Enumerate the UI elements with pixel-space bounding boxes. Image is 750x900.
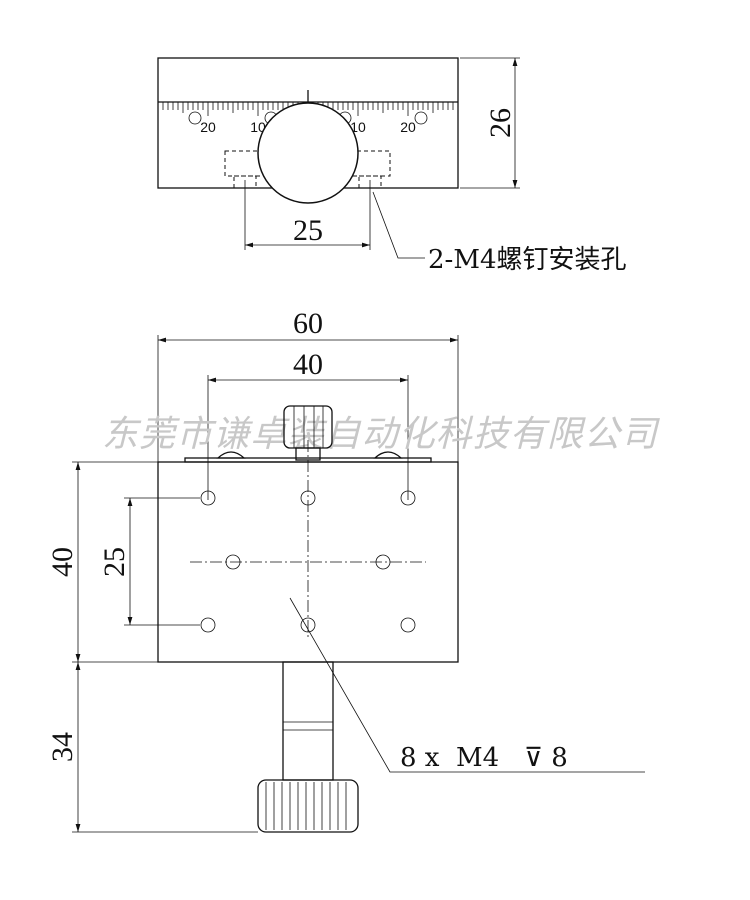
watermark: 东莞市谦卓装自动化科技有限公司 xyxy=(102,414,660,455)
top-view: 20 10 10 20 26 25 2-M4螺钉安装孔 xyxy=(157,57,627,275)
screw-hole xyxy=(188,111,202,125)
hole xyxy=(300,617,316,633)
scale-label: 10 xyxy=(350,119,366,135)
scale-label: 20 xyxy=(200,119,216,135)
knob-knurling xyxy=(265,782,347,830)
hole xyxy=(375,554,391,570)
hole xyxy=(200,617,216,633)
scale-label: 20 xyxy=(400,119,416,135)
hole xyxy=(225,554,241,570)
hole xyxy=(400,490,416,506)
width-dimension-label: 60 xyxy=(293,307,323,340)
front-view: 60 40 东莞市谦卓装自动化科技有限公司 40 25 xyxy=(46,307,660,833)
hole-pitch-label: 25 xyxy=(98,547,131,577)
height-dimension-label: 26 xyxy=(484,108,517,138)
hole xyxy=(300,490,316,506)
scale-ticks xyxy=(157,102,459,116)
hole xyxy=(200,490,216,506)
scale-label: 10 xyxy=(250,119,266,135)
hole-spacing-label: 25 xyxy=(293,214,323,247)
mount-note: 2-M4螺钉安装孔 xyxy=(428,245,627,275)
hole-note: 8 x M4 ⊽ 8 xyxy=(400,743,568,773)
micrometer-stem xyxy=(282,661,334,781)
mount-leader xyxy=(372,191,425,259)
knob-length-label: 34 xyxy=(46,732,79,762)
hole-note-leader xyxy=(289,597,645,773)
body-height-label: 40 xyxy=(46,547,79,577)
knob-circle xyxy=(257,102,359,204)
hole xyxy=(400,617,416,633)
micrometer-knob xyxy=(257,779,359,833)
mounting-holes xyxy=(200,490,416,633)
hole-span-label: 40 xyxy=(293,348,323,381)
screw-hole xyxy=(414,111,428,125)
